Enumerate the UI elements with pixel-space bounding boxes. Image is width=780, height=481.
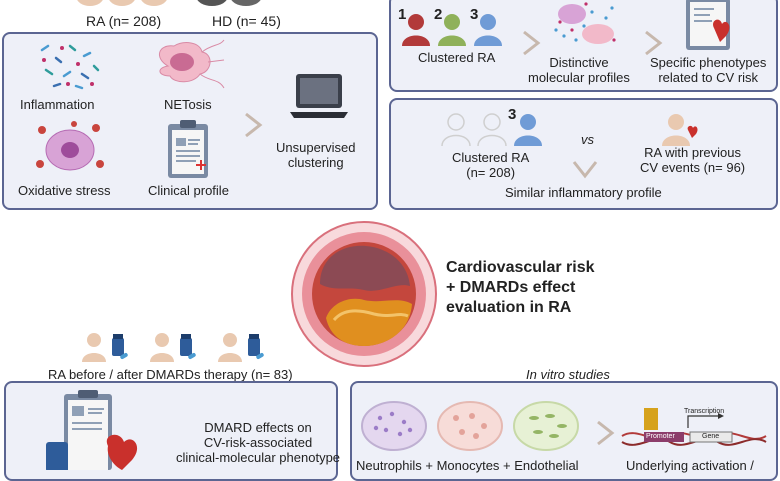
netosis-label: NETosis: [164, 97, 212, 112]
clustered-ra-people-icons: [440, 110, 550, 146]
previous-cv-events-label: RA with previous CV events (n= 96): [640, 145, 746, 175]
dna-gene-icon: [618, 406, 768, 456]
cluster-number-2: 2: [434, 6, 443, 23]
previous-cv-person-icon: [662, 110, 702, 146]
center-title: Cardiovascular risk + DMARDs effect eval…: [446, 259, 595, 316]
ra-group-heads: [70, 0, 180, 8]
similar-profile-label: Similar inflammatory profile: [505, 185, 662, 200]
clustering-label: Unsupervised clustering: [276, 140, 356, 170]
blood-vessel-cross-section-icon: [290, 220, 438, 368]
clinical-profile-label: Clinical profile: [148, 183, 229, 198]
molecular-profile-icon: [548, 0, 618, 46]
dmard-effects-label: DMARD effects on CV-risk-associated clin…: [176, 420, 341, 465]
underlying-activation-label: Underlying activation /: [626, 458, 754, 473]
clustered-people-icons: [400, 10, 510, 46]
oxidative-stress-label: Oxidative stress: [18, 183, 111, 198]
chevron-right-icon: [596, 420, 616, 446]
cluster-number-3b: 3: [508, 106, 517, 123]
specific-phenotypes-label: Specific phenotypes related to CV risk: [650, 55, 767, 85]
vs-label: vs: [581, 132, 594, 147]
transcription-label: Transcription: [684, 408, 725, 415]
ra-count-label: RA (n= 208): [86, 13, 162, 29]
inflammation-icon: [34, 40, 104, 92]
hd-group-heads: [190, 0, 290, 8]
oxidative-stress-icon: [34, 118, 106, 180]
chevron-right-icon: [644, 30, 664, 56]
clipboard-icon: [164, 118, 212, 180]
promoter-label: Promoter: [646, 433, 675, 440]
in-vitro-label: In vitro studies: [526, 367, 610, 382]
petri-dishes-icon: [358, 398, 586, 454]
cluster-number-1: 1: [398, 6, 407, 23]
clustered-ra-label: Clustered RA: [418, 50, 496, 65]
therapy-label: RA before / after DMARDs therapy (n= 83): [48, 367, 293, 382]
cluster-number-3: 3: [470, 6, 479, 23]
dmard-clipboard-icon: [44, 390, 144, 470]
molecular-profiles-label: Distinctive molecular profiles: [528, 55, 630, 85]
netosis-icon: [148, 38, 228, 94]
inflammation-label: Inflammation: [20, 97, 95, 112]
laptop-icon: [288, 72, 350, 124]
therapy-people-icons: [80, 330, 280, 362]
chevron-down-icon: [572, 160, 598, 180]
right-middle-panel: [389, 98, 778, 210]
chevron-right-icon: [244, 112, 264, 138]
gene-label: Gene: [702, 433, 720, 440]
clustered-ra-count-label: Clustered RA (n= 208): [452, 150, 530, 180]
cells-label: Neutrophils + Monocytes + Endothelial: [356, 458, 579, 473]
chevron-right-icon: [522, 30, 542, 56]
hd-count-label: HD (n= 45): [212, 13, 281, 29]
cv-clipboard-icon: [684, 0, 734, 52]
